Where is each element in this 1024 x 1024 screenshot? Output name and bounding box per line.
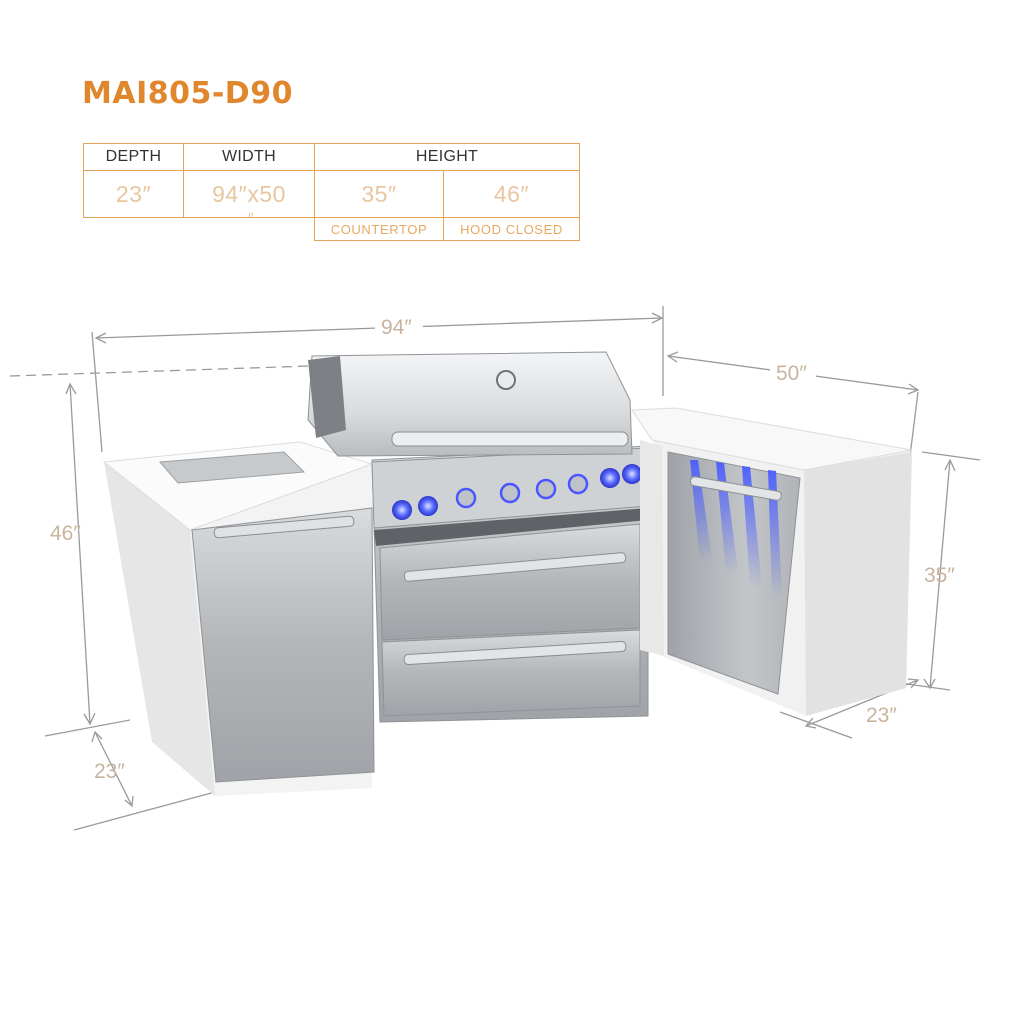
height-header: HEIGHT <box>314 143 580 171</box>
right-depth-label: 23″ <box>866 704 897 727</box>
hood-side-cap <box>308 356 346 438</box>
knob-icon <box>418 496 438 516</box>
counter-height-label: 35″ <box>924 564 955 587</box>
knob-icon <box>600 468 620 488</box>
left-cabinet-door <box>191 507 375 783</box>
left-door-handle <box>213 515 355 539</box>
width-header: WIDTH <box>183 143 315 171</box>
knob-icon <box>535 478 557 500</box>
control-knobs <box>392 464 642 520</box>
grill-unit <box>307 351 649 723</box>
knob-icon <box>622 464 642 484</box>
knob-icon <box>499 482 521 504</box>
hood-closed-sublabel: HOOD CLOSED <box>443 217 580 241</box>
side-burner-lid <box>158 451 306 484</box>
depth-value: 23″ <box>83 170 184 218</box>
grill-hood <box>307 351 633 457</box>
width-value-overflow: ″ <box>248 211 254 228</box>
control-panel-edge <box>374 508 648 546</box>
knob-icon <box>567 473 589 495</box>
upper-drawer-handle <box>403 552 627 582</box>
right-door-handle <box>689 476 782 501</box>
left-depth-label: 23″ <box>94 760 125 783</box>
right-cabinet <box>631 407 913 716</box>
hood-handle <box>391 431 629 447</box>
total-width-label: 94″ <box>381 316 412 339</box>
lower-drawer-handle <box>403 640 627 666</box>
hood-closed-height-value: 46″ <box>443 170 580 218</box>
thermometer-icon <box>496 370 516 390</box>
model-title: MAI805-D90 <box>82 76 293 111</box>
depth-header: DEPTH <box>83 143 184 171</box>
countertop-sublabel: COUNTERTOP <box>314 217 444 241</box>
overall-height-label: 46″ <box>50 522 81 545</box>
left-cabinet <box>102 441 375 796</box>
spec-table: DEPTH WIDTH HEIGHT 23″ 94″x50 35″ 46″ CO… <box>83 143 580 241</box>
countertop-height-value: 35″ <box>314 170 444 218</box>
knob-icon <box>455 487 477 509</box>
return-width-label: 50″ <box>776 362 807 385</box>
knob-icon <box>392 500 412 520</box>
